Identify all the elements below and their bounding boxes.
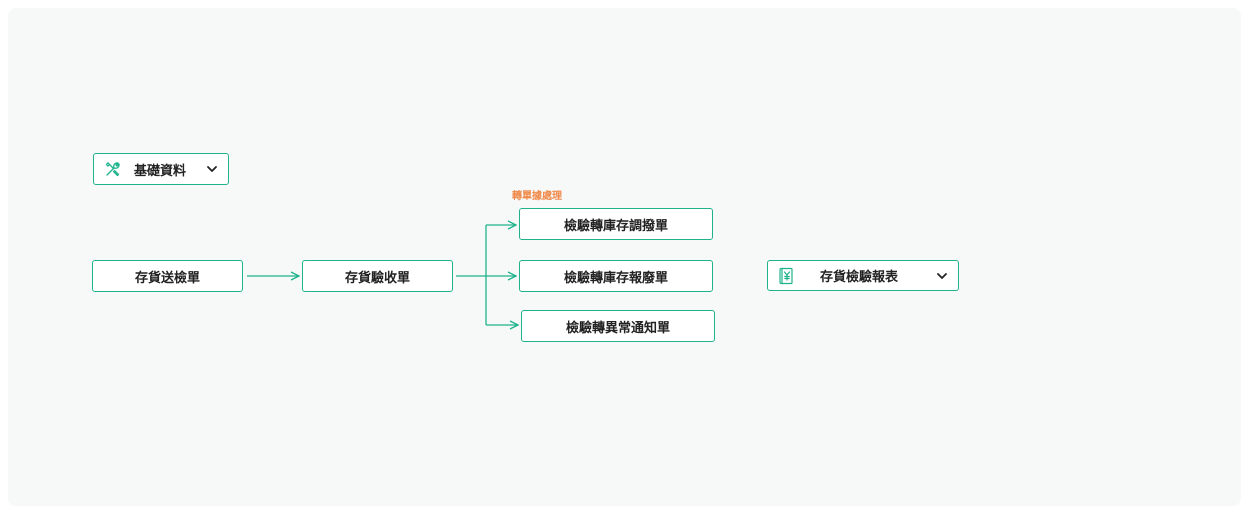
basic-data-dropdown[interactable]: 基礎資料 [93, 153, 229, 185]
branch-label: 轉單據處理 [512, 191, 562, 202]
node-adjust-transfer[interactable]: 檢驗轉庫存調撥單 [519, 208, 713, 240]
basic-data-label: 基礎資料 [134, 163, 187, 179]
node-abnormal[interactable]: 檢驗轉異常通知單 [521, 310, 715, 342]
node-send-inspection[interactable]: 存貨送檢單 [92, 260, 243, 292]
diagram-canvas [8, 8, 1241, 506]
yen-report-icon [778, 267, 794, 285]
node-abnormal-label: 檢驗轉異常通知單 [565, 320, 670, 336]
node-receive-inspection-label: 存貨驗收單 [344, 270, 410, 286]
node-send-inspection-label: 存貨送檢單 [134, 270, 200, 286]
node-scrap-label: 檢驗轉庫存報廢單 [563, 270, 668, 286]
node-adjust-transfer-label: 檢驗轉庫存調撥單 [563, 218, 668, 234]
report-dropdown[interactable]: 存貨檢驗報表 [767, 260, 959, 291]
chevron-down-icon [936, 270, 948, 282]
report-label: 存貨檢驗報表 [820, 270, 899, 285]
chevron-down-icon [206, 163, 218, 175]
node-receive-inspection[interactable]: 存貨驗收單 [302, 260, 453, 292]
wrench-screwdriver-icon [104, 160, 122, 178]
node-scrap[interactable]: 檢驗轉庫存報廢單 [519, 260, 713, 292]
